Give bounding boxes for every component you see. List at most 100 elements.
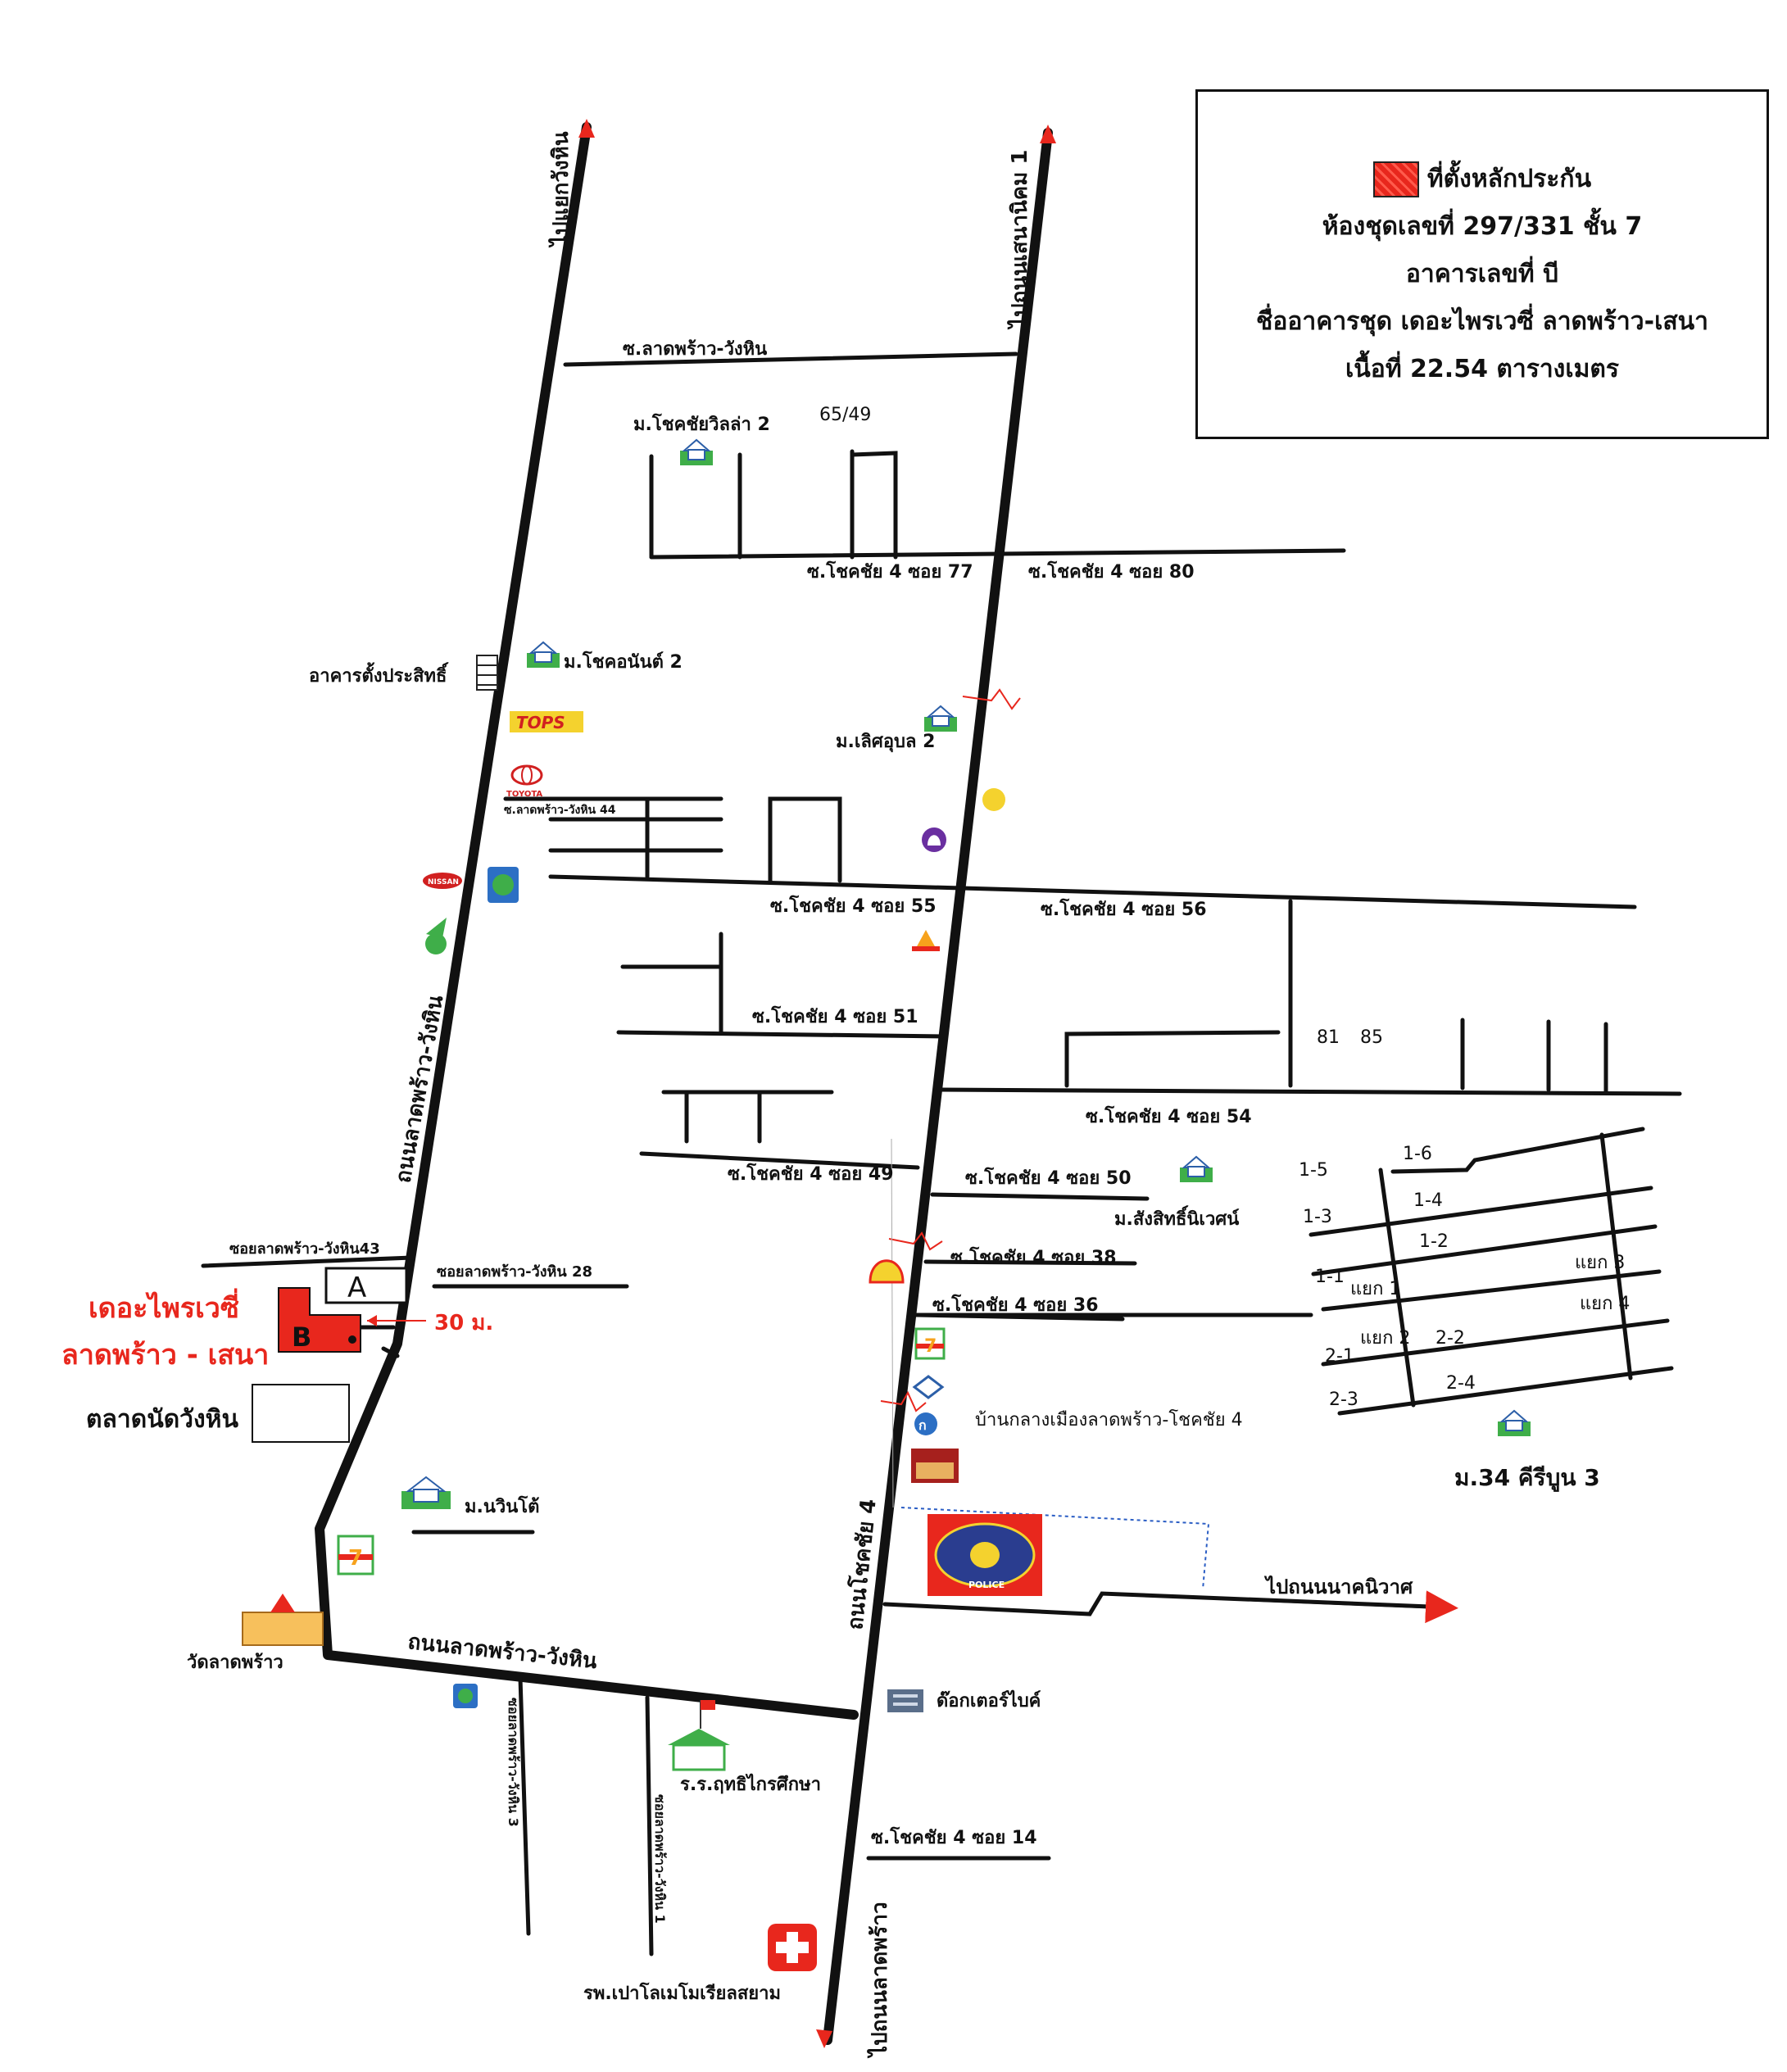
seven-eleven-icon: 7 [914,1327,946,1360]
legend-title-row: ที่ตั้งหลักประกัน [1198,156,1767,203]
house-icon [924,705,957,732]
toyota-logo: TOYOTA [506,764,543,799]
svg-text:TOYOTA: TOYOTA [506,790,542,799]
label-1-4: 1-4 [1413,1190,1443,1211]
pttgas-icon [425,918,447,954]
label-to-ladprao: ไปถนนลาดพร้าว [866,1902,892,2059]
legend-building-no: อาคารเลขที่ บี [1405,260,1559,288]
label-m34: ม.34 คีรีบูน 3 [1454,1464,1600,1492]
gas-station-icon [453,1684,478,1708]
arrow-north-right [1040,125,1056,143]
road-ladprao-wanghin [315,122,859,1720]
office-building-icon [476,655,498,691]
arrow-south [816,2029,832,2048]
legend-area: เนื้อที่ 22.54 ตารางเมตร [1345,355,1619,383]
building-a-label: A [347,1272,366,1304]
label-1-2: 1-2 [1419,1231,1449,1252]
svg-text:7: 7 [348,1546,363,1571]
label-soi50: ซ.โชคชัย 4 ซอย 50 [965,1167,1132,1189]
label-winto: ม.นวินโต้ [465,1495,539,1517]
label-baan-klang-muang: บ้านกลางเมืองลาดพร้าว-โชคชัย 4 [975,1409,1243,1430]
label-soi44: ซ.ลาดพร้าว-วังหิน 44 [504,804,616,817]
hospital-icon [768,1924,817,1971]
label-sangsitniwet: ม.สังสิทธิ์นิเวศน์ [1114,1205,1240,1230]
label-1-1: 1-1 [1315,1267,1345,1287]
label-soi43: ซอยลาดพร้าว-วังหิน43 [229,1240,380,1258]
building-b-label: B [292,1322,311,1353]
temple-icon [912,930,940,951]
condo-building-b [278,1287,361,1353]
label-tangprasit: อาคารตั้งประสิทธิ์ [309,662,449,687]
arrow-north-left [578,119,595,138]
label-soi80: ซ.โชคชัย 4 ซอย 80 [1028,560,1195,583]
label-hospital: รพ.เปาโลเมโมเรียลสยาม [583,1982,781,2004]
label-2-1: 2-1 [1325,1346,1354,1367]
house-icon [1180,1155,1213,1182]
house-icon [527,641,560,668]
label-2-2: 2-2 [1435,1328,1465,1349]
diamond-icon [912,1375,945,1399]
side-streets [201,351,1682,1956]
label-soi36: ซ.โชคชัย 4 ซอย 36 [932,1294,1099,1316]
label-soi38: ซ.โชคชัย 4 ซอย 38 [950,1246,1117,1268]
label-lertubon2: ม.เลิศอุบล 2 [836,732,935,753]
legend-condo-name: ชื่ออาคารชุด เดอะไพรเวซี่ ลาดพร้าว-เสนา [1256,307,1708,336]
office-building-icon [887,1689,923,1712]
label-condo-2: ลาดพร้าว - เสนา [61,1339,269,1372]
road-chokchai-4 [823,128,1053,2045]
main-roads [315,122,1053,2045]
label-1-5: 1-5 [1299,1160,1328,1181]
label-soi-wanghin: ซ.ลาดพร้าว-วังหิน [623,339,767,360]
bank-icon: ก [914,1412,937,1435]
label-school: ร.ร.ฤทธิไกรศึกษา [680,1773,821,1795]
police-badge-icon: POLICE [928,1514,1042,1596]
label-soi1: ซอยลาดพร้าว-วังหิน 1 [652,1794,668,1924]
label-2-4: 2-4 [1446,1373,1476,1394]
paw-icon [982,788,1005,811]
label-soi51: ซ.โชคชัย 4 ซอย 51 [752,1005,918,1027]
label-yaek2: แยก 2 [1360,1328,1410,1349]
label-2-3: 2-3 [1329,1390,1358,1410]
bank-icon [922,827,946,852]
label-soi77: ซ.โชคชัย 4 ซอย 77 [807,560,973,583]
svg-text:POLICE: POLICE [968,1580,1005,1590]
house-icon [401,1476,451,1509]
building-a-box [324,1267,408,1304]
gas-station-icon [488,867,519,903]
nissan-logo: NISSAN [423,873,462,889]
label-wat: วัดลาดพร้าว [187,1653,283,1673]
shop-icon [911,1449,959,1483]
label-1-3: 1-3 [1303,1207,1332,1227]
label-soi49: ซ.โชคชัย 4 ซอย 49 [728,1163,894,1185]
label-right-north: ไปถนนเสนานิคม 1 [1006,150,1032,330]
label-1-6: 1-6 [1403,1144,1432,1164]
label-81: 81 [1317,1027,1340,1048]
svg-text:ก: ก [918,1417,927,1433]
collateral-swatch-icon [1372,161,1419,197]
condo-dot [348,1335,356,1344]
talat-box [252,1384,350,1443]
legend-title: ที่ตั้งหลักประกัน [1426,165,1592,193]
house-icon [680,438,713,465]
label-85: 85 [1360,1027,1383,1048]
legend-unit: ห้องชุดเลขที่ 297/331 ชั้น 7 [1322,212,1643,241]
label-chokanan2: ม.โชคอนันต์ 2 [564,651,683,673]
school-icon [668,1700,730,1771]
subdivision-grid [1309,1127,1674,1416]
temple-icon [242,1594,324,1646]
label-chokchai-villa2: ม.โชคชัยวิลล่า 2 [633,413,770,435]
label-yaek4: แยก 4 [1580,1294,1630,1314]
label-yaek3: แยก 3 [1575,1253,1625,1273]
arrow-nak-niwat [1101,1590,1458,1624]
label-soi54: ซ.โชคชัย 4 ซอย 54 [1086,1105,1252,1127]
label-yaek1: แยก 1 [1350,1279,1400,1299]
label-soi14: ซ.โชคชัย 4 ซอย 14 [871,1826,1037,1848]
label-soi56: ซ.โชคชัย 4 ซอย 56 [1041,898,1207,920]
seven-eleven-icon: 7 [337,1535,374,1576]
label-distance: 30 ม. [434,1311,493,1335]
distance-arrow-head [367,1315,377,1326]
label-soi55: ซ.โชคชัย 4 ซอย 55 [770,895,937,917]
label-soi3: ซอยลาดพร้าว-วังหิน 3 [506,1698,521,1827]
label-soi28: ซอยลาดพร้าว-วังหิน 28 [437,1263,592,1281]
